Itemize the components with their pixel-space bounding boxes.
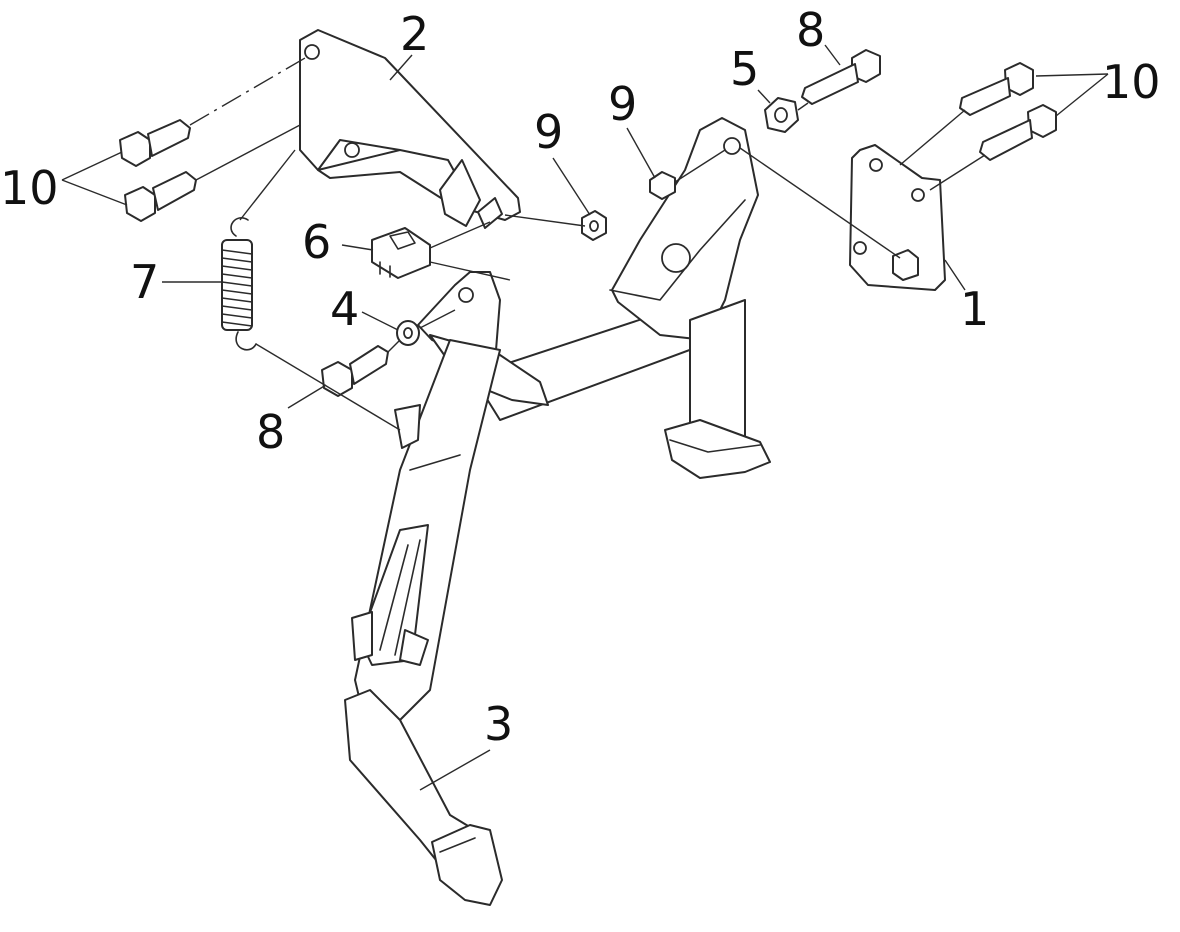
part-2-bracket-plate [299,29,521,229]
part-9-nut-lower [581,210,607,241]
part-4-washer [396,320,420,346]
callout-1: 1 [960,282,989,336]
part-1-mount-plate [849,144,946,291]
callout-3: 3 [484,697,513,751]
callout-9-upper: 9 [608,77,637,131]
callout-9-lower: 9 [534,105,563,159]
callout-2: 2 [400,7,429,61]
callout-6: 6 [302,215,331,269]
callout-10-right: 10 [1102,55,1161,109]
part-7-spring [221,217,257,351]
part-5-collar [764,97,799,133]
part-10-bolts-left [119,119,197,222]
callout-5: 5 [730,42,759,96]
callout-labels: 1 2 3 4 5 6 7 8 8 9 9 10 10 [0,3,1161,751]
assembly-lines [189,57,986,431]
part-6-stopper [371,227,431,279]
part-main-stand-frame [344,117,771,906]
part-8-bolt-upper [801,49,881,105]
part-8-bolt-lower [321,345,389,397]
callout-10-left: 10 [0,161,59,215]
callout-4: 4 [330,282,359,336]
part-10-bolts-right [959,62,1057,161]
callout-leaders [61,44,1109,791]
callout-8-lower: 8 [256,405,285,459]
callout-8-upper: 8 [796,3,825,57]
callout-7: 7 [130,255,159,309]
part-9-nut-upper [649,171,676,200]
